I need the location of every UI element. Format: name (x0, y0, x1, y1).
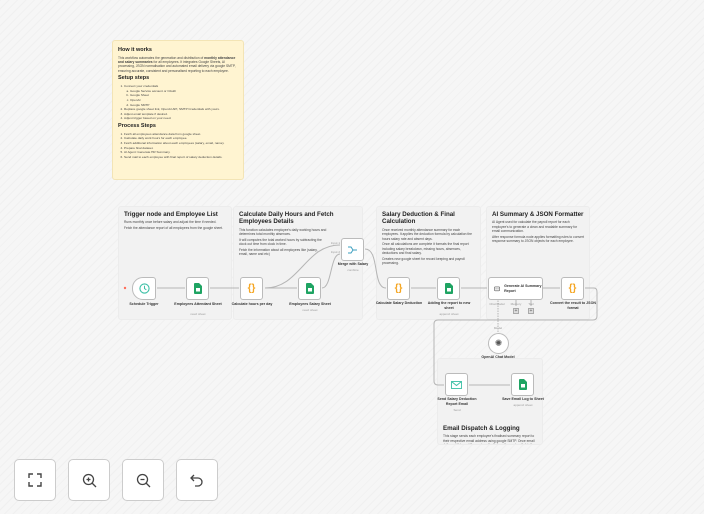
section-text: Fetch the attendance report of all emplo… (124, 225, 223, 230)
send-email-node[interactable] (445, 373, 468, 396)
schedule-trigger-node[interactable] (132, 277, 156, 300)
note-title: How it works (118, 47, 152, 53)
how-it-works-note[interactable]: How it works This workflow automates the… (112, 40, 244, 180)
generate-ai-summary-node[interactable]: Generate AI Summary Report (488, 277, 543, 300)
node-label: Merge with Salary (337, 262, 369, 266)
fullscreen-icon (28, 473, 42, 487)
openai-icon: ✺ (494, 338, 503, 348)
calculate-hours-node[interactable]: {} (240, 277, 263, 300)
node-label: Generate AI Summary Report (504, 283, 542, 293)
node-label: Calculate hours per day (231, 302, 273, 306)
node-label: Send Salary Deduction Report Email (437, 397, 477, 406)
section-ai-summary[interactable]: AI Summary & JSON Formatter AI Agent use… (486, 206, 590, 320)
setup-title: Setup steps (118, 75, 150, 82)
merge-icon (348, 246, 357, 253)
input-label: Input 1 (330, 241, 340, 245)
section-text: This function calculates employee's dail… (239, 227, 327, 237)
node-label: Adding the report to new sheet (427, 301, 471, 310)
section-email-dispatch[interactable]: Email Dispatch & Logging This stage send… (437, 358, 543, 445)
employees-salary-sheet-node[interactable] (298, 277, 321, 300)
input-label: Input 2 (330, 250, 340, 254)
edge (364, 248, 387, 289)
setup-steps: Connect your credentials Google Service … (118, 84, 238, 121)
openai-chat-model-node[interactable]: ✺ (488, 333, 509, 354)
node-label: OpenAI Chat Model (481, 355, 515, 359)
node-subtitle: combine (347, 268, 359, 272)
add-memory-button[interactable]: + (513, 308, 519, 314)
convert-json-node[interactable]: {} (561, 277, 584, 300)
node-subtitle: append: sheet (439, 312, 459, 316)
node-label: Employees Salary Sheet (289, 302, 331, 306)
google-sheets-icon (444, 283, 453, 294)
node-subtitle: Send (453, 408, 461, 412)
robot-icon (494, 286, 500, 292)
code-icon: {} (568, 283, 577, 294)
node-label: Schedule Trigger (129, 302, 159, 306)
section-text: Creates new google sheet for record keep… (382, 256, 465, 265)
merge-node[interactable] (341, 238, 364, 261)
code-icon: {} (247, 283, 256, 294)
section-title: Salary Deduction & Final Calculation (382, 211, 455, 226)
zoom-in-button[interactable] (68, 459, 110, 501)
zoom-out-icon (136, 473, 150, 487)
edge (321, 253, 341, 289)
google-sheets-icon (305, 283, 314, 294)
section-text: Fetch the information about all employee… (239, 247, 318, 257)
memory-port-label: Memory (510, 302, 522, 306)
section-text: It will computes the total worked hours … (239, 237, 322, 247)
adding-report-sheet-node[interactable] (437, 277, 460, 300)
section-calculate-hours[interactable]: Calculate Daily Hours and Fetch Employee… (233, 206, 363, 320)
trigger-marker (123, 286, 127, 290)
chat-model-port-label: Chat Model (489, 302, 505, 306)
section-text: This stage sends each employee's finalis… (443, 434, 535, 444)
section-salary-deduction[interactable]: Salary Deduction & Final Calculation Onc… (376, 206, 481, 320)
undo-icon (190, 474, 203, 487)
section-trigger[interactable]: Trigger node and Employee List Runs mont… (118, 206, 232, 320)
email-icon (451, 380, 462, 389)
calculate-salary-deduction-node[interactable]: {} (387, 277, 410, 300)
node-label: Convert the result to JSON format (550, 301, 596, 310)
section-title: Calculate Daily Hours and Fetch Employee… (239, 211, 334, 226)
node-label: Employees Attendant Sheet (174, 302, 222, 306)
section-title: Trigger node and Employee List (124, 211, 218, 218)
node-subtitle: read: sheet (190, 312, 206, 316)
node-label: Save Email Log to Sheet (502, 397, 544, 401)
section-title: AI Summary & JSON Formatter (492, 211, 584, 218)
section-title: Email Dispatch & Logging (443, 425, 520, 432)
section-text: Once received monthly attendance summary… (382, 227, 472, 241)
code-icon: {} (394, 283, 403, 294)
edge (433, 287, 598, 386)
node-subtitle: read: sheet (302, 308, 318, 312)
section-text: After response formula node applies form… (492, 234, 584, 244)
process-title: Process Steps (118, 123, 156, 130)
model-port-label: Model (493, 326, 503, 330)
google-sheets-icon (518, 379, 527, 390)
edge (264, 244, 341, 289)
zoom-out-button[interactable] (122, 459, 164, 501)
undo-button[interactable] (176, 459, 218, 501)
employees-attendant-sheet-node[interactable] (186, 277, 209, 300)
node-subtitle: append: sheet (513, 403, 533, 407)
section-text: AI Agent used for calculate the payroll … (492, 220, 578, 234)
clock-icon (138, 283, 150, 294)
zoom-in-icon (82, 473, 96, 487)
fit-view-button[interactable] (14, 459, 56, 501)
save-email-log-node[interactable] (511, 373, 534, 396)
process-steps: Fetch all employees attendance data from… (118, 132, 238, 160)
tool-port-label: Tool (528, 302, 534, 306)
section-text: Runs monthly once before salary and adju… (124, 220, 217, 225)
add-tool-button[interactable]: + (528, 308, 534, 314)
note-intro: This workflow automates the generation a… (118, 55, 236, 73)
google-sheets-icon (193, 283, 202, 294)
section-text: Once all calculations are complete it fo… (382, 242, 469, 256)
node-label: Calculate Salary Deduction (375, 301, 423, 305)
